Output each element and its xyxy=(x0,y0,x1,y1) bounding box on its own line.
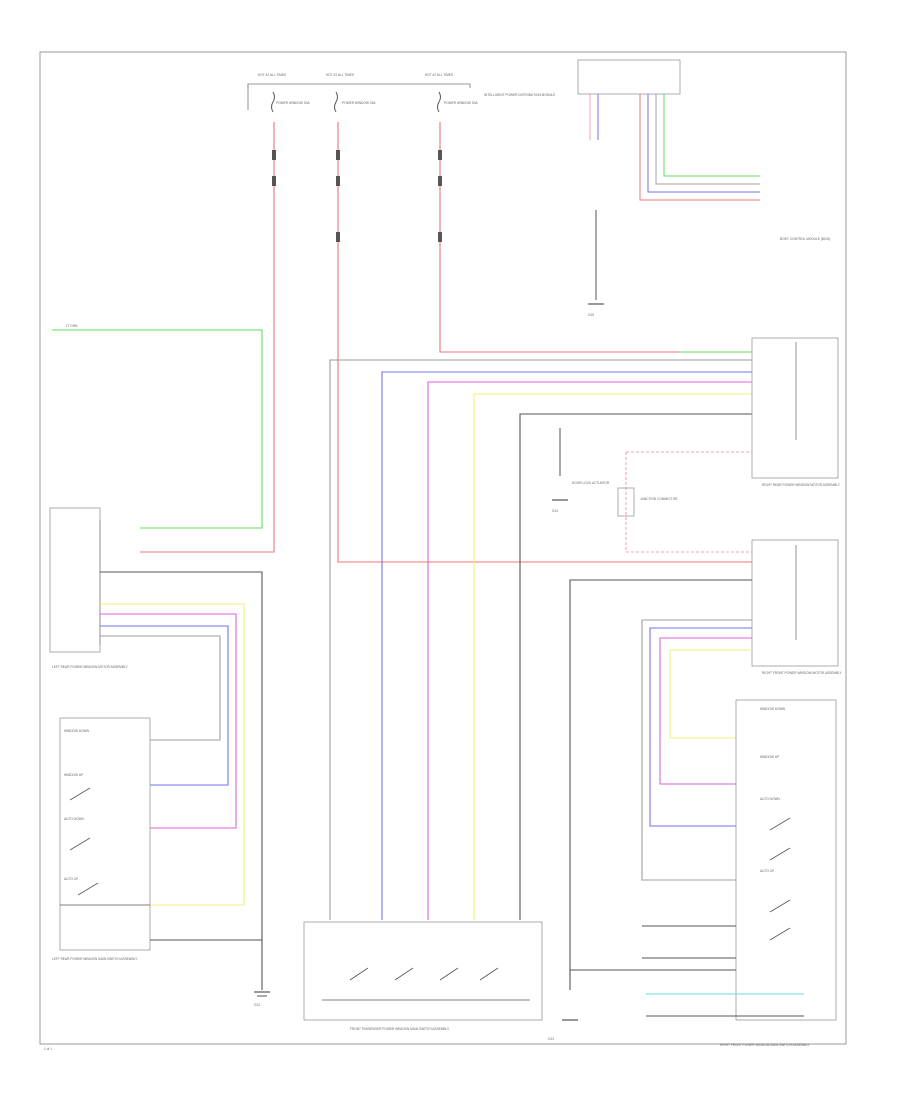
junction-label: JUNCTION CONNECTOR xyxy=(640,497,678,501)
front-pass-switch-label: FRONT PASSENGER POWER WINDOW MAIN SWITCH… xyxy=(350,1027,450,1031)
ground-symbol-right: G13 xyxy=(548,1019,578,1041)
fuse-2-symbol xyxy=(334,91,338,113)
fuse-3-rating: POWER WINDOW 30A xyxy=(444,101,478,105)
left-rear-motor: LEFT REAR POWER WINDOW MOTOR ASSEMBLY xyxy=(49,507,128,669)
wire-left-ground xyxy=(150,939,263,990)
ground-label-right: G13 xyxy=(548,1037,554,1041)
footer-page-label: 1 of 1 xyxy=(44,1047,52,1051)
rf-switch-up: WINDOW UP xyxy=(760,755,779,759)
wire-rf-black xyxy=(569,579,752,990)
lr-switch-down: WINDOW DOWN xyxy=(64,729,90,733)
connector-marks-power xyxy=(272,150,442,242)
wire-left-yellow xyxy=(100,603,245,906)
door-lock-actuator: DOOR LOCK ACTUATOR G14 xyxy=(552,428,610,513)
diagram-frame xyxy=(39,51,847,1045)
ground-label-middle: G14 xyxy=(552,509,558,513)
wire-code-ltgrn: LT GRN xyxy=(66,324,78,328)
fuse-3-label: HOT AT ALL TIMES xyxy=(425,73,453,77)
wire-left-gray xyxy=(100,635,221,741)
right-rear-motor: RIGHT REAR POWER WINDOW MOTOR ASSEMBLY xyxy=(751,337,841,487)
front-passenger-switch: FRONT PASSENGER POWER WINDOW MAIN SWITCH… xyxy=(303,921,543,1031)
bcm-label: BODY CONTROL MODULE (BCM) xyxy=(780,237,830,241)
wire-rf-gray xyxy=(641,619,752,881)
wire-center-yellow xyxy=(473,393,752,920)
lr-switch-auto-up: AUTO UP xyxy=(64,877,78,881)
junction-connector: JUNCTION CONNECTOR xyxy=(617,451,752,553)
wire-rf-blue xyxy=(649,627,752,827)
fuse-2-label: HOT AT ALL TIMES xyxy=(326,73,354,77)
door-lock-label: DOOR LOCK ACTUATOR xyxy=(572,481,610,485)
ground-symbol-left: G12 xyxy=(254,991,270,1007)
wire-center-blue xyxy=(381,371,752,920)
fuse-1-rating: POWER WINDOW 30A xyxy=(276,101,310,105)
fuse-3-symbol xyxy=(437,91,441,113)
fuse-block: HOT AT ALL TIMES HOT AT ALL TIMES HOT AT… xyxy=(247,73,555,113)
wire-green-left xyxy=(52,329,263,529)
rf-switch-auto-up: AUTO UP xyxy=(760,869,774,873)
rf-switch-auto-down: AUTO DOWN xyxy=(760,797,780,801)
fuse-2-rating: POWER WINDOW 25A xyxy=(342,101,376,105)
wire-left-black xyxy=(100,571,263,940)
body-control-module: BODY CONTROL MODULE (BCM) G15 xyxy=(577,59,830,317)
wire-rf-magenta xyxy=(659,637,752,785)
wire-left-blue xyxy=(100,625,229,786)
left-rear-motor-label: LEFT REAR POWER WINDOW MOTOR ASSEMBLY xyxy=(52,665,128,669)
wire-rf-yellow xyxy=(669,649,752,739)
lr-switch-up: WINDOW UP xyxy=(64,773,83,777)
fuse-1-symbol xyxy=(271,91,275,113)
wire-red-mid-feed xyxy=(337,122,752,563)
fuse-note: INTELLIGENT POWER DISTRIBUTION MODULE xyxy=(484,93,555,97)
ground-label-bcm: G15 xyxy=(588,313,594,317)
right-front-switch: WINDOW DOWN WINDOW UP AUTO DOWN AUTO UP … xyxy=(720,699,837,1047)
wire-red-left-feed xyxy=(140,122,275,553)
right-rear-motor-label: RIGHT REAR POWER WINDOW MOTOR ASSEMBLY xyxy=(762,483,841,487)
lr-switch-auto-down: AUTO DOWN xyxy=(64,817,84,821)
rf-switch-down: WINDOW DOWN xyxy=(760,707,786,711)
left-rear-switch: WINDOW DOWN WINDOW UP AUTO DOWN AUTO UP … xyxy=(52,717,151,961)
wire-center-gray xyxy=(329,359,752,920)
wire-center-black xyxy=(519,413,752,920)
ground-label-left: G12 xyxy=(254,1003,260,1007)
wire-left-magenta xyxy=(100,613,237,829)
left-rear-switch-label: LEFT REAR POWER WINDOW MAIN SWITCH ASSEM… xyxy=(52,957,138,961)
right-front-switch-label: RIGHT FRONT POWER WINDOW MAIN SWITCH ASS… xyxy=(720,1043,810,1047)
fuse-1-label: HOT AT ALL TIMES xyxy=(258,73,286,77)
wire-center-magenta xyxy=(427,381,752,920)
wire-red-right-feed xyxy=(439,122,752,353)
right-front-motor-label: RIGHT FRONT POWER WINDOW MOTOR ASSEMBLY xyxy=(762,671,843,675)
right-front-motor: RIGHT FRONT POWER WINDOW MOTOR ASSEMBLY xyxy=(751,539,843,675)
